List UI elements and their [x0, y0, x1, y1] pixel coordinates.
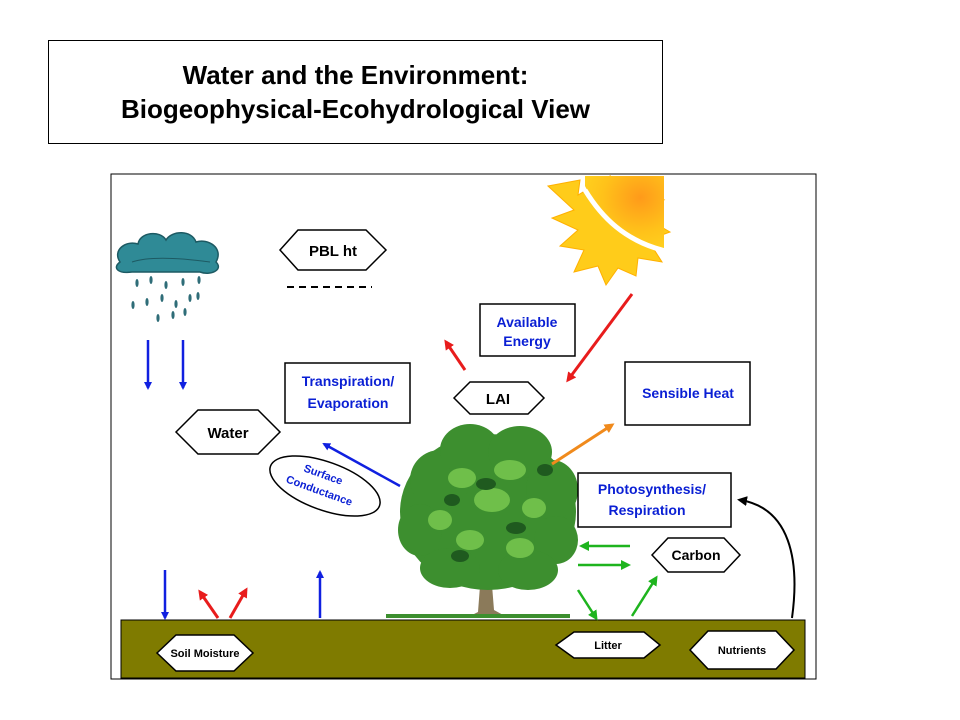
nutrients-label: Nutrients [718, 645, 766, 657]
transpiration-label-2: Evaporation [308, 395, 389, 411]
solar-radiation-arrow [566, 293, 634, 383]
rain-cloud-icon [115, 232, 220, 322]
tree-icon [386, 424, 578, 618]
photosynthesis-label-2: Respiration [608, 502, 685, 518]
carbon-label: Carbon [672, 547, 721, 563]
ground-radiation-arrow-right [228, 587, 248, 619]
photosynthesis-label-1: Photosynthesis/ [598, 481, 706, 497]
water-hexagon [174, 409, 282, 455]
ground-radiation-arrow-left [198, 589, 220, 619]
sensible-heat-box [624, 361, 751, 426]
soil-moisture-hexagon [155, 634, 255, 672]
sensible-heat-label: Sensible Heat [642, 385, 734, 401]
litter-label: Litter [594, 640, 622, 652]
surface-conductance-ellipse [269, 455, 381, 517]
photosynthesis-box [577, 472, 732, 528]
title-line-2: Biogeophysical-Ecohydrological View [120, 94, 591, 124]
lai-label: LAI [486, 391, 510, 408]
nutrient-uptake-arrow [737, 496, 796, 619]
title-line-1: Water and the Environment: [182, 60, 529, 90]
available-energy-label-1: Available [497, 314, 558, 330]
decomposition-arrow [630, 575, 658, 617]
title-box: Water and the Environment: Biogeophysica… [48, 40, 663, 144]
evapotranspiration-arrow [322, 442, 401, 488]
soil-moisture-label: Soil Moisture [170, 648, 239, 660]
available-energy-box [479, 303, 576, 357]
carbon-hexagon [650, 537, 742, 573]
lai-hexagon [452, 381, 546, 415]
sun-icon [546, 175, 672, 287]
available-energy-arrow [444, 339, 467, 371]
transpiration-box [284, 362, 411, 424]
litterfall-arrow [576, 589, 598, 621]
available-energy-label-2: Energy [503, 333, 551, 349]
litter-hexagon [554, 631, 662, 659]
pbl-hexagon [278, 229, 388, 271]
nutrients-hexagon [688, 630, 796, 670]
water-label: Water [207, 425, 248, 442]
sensible-heat-arrow [551, 423, 615, 466]
pbl-label: PBL ht [309, 243, 357, 260]
transpiration-label-1: Transpiration/ [302, 373, 395, 389]
